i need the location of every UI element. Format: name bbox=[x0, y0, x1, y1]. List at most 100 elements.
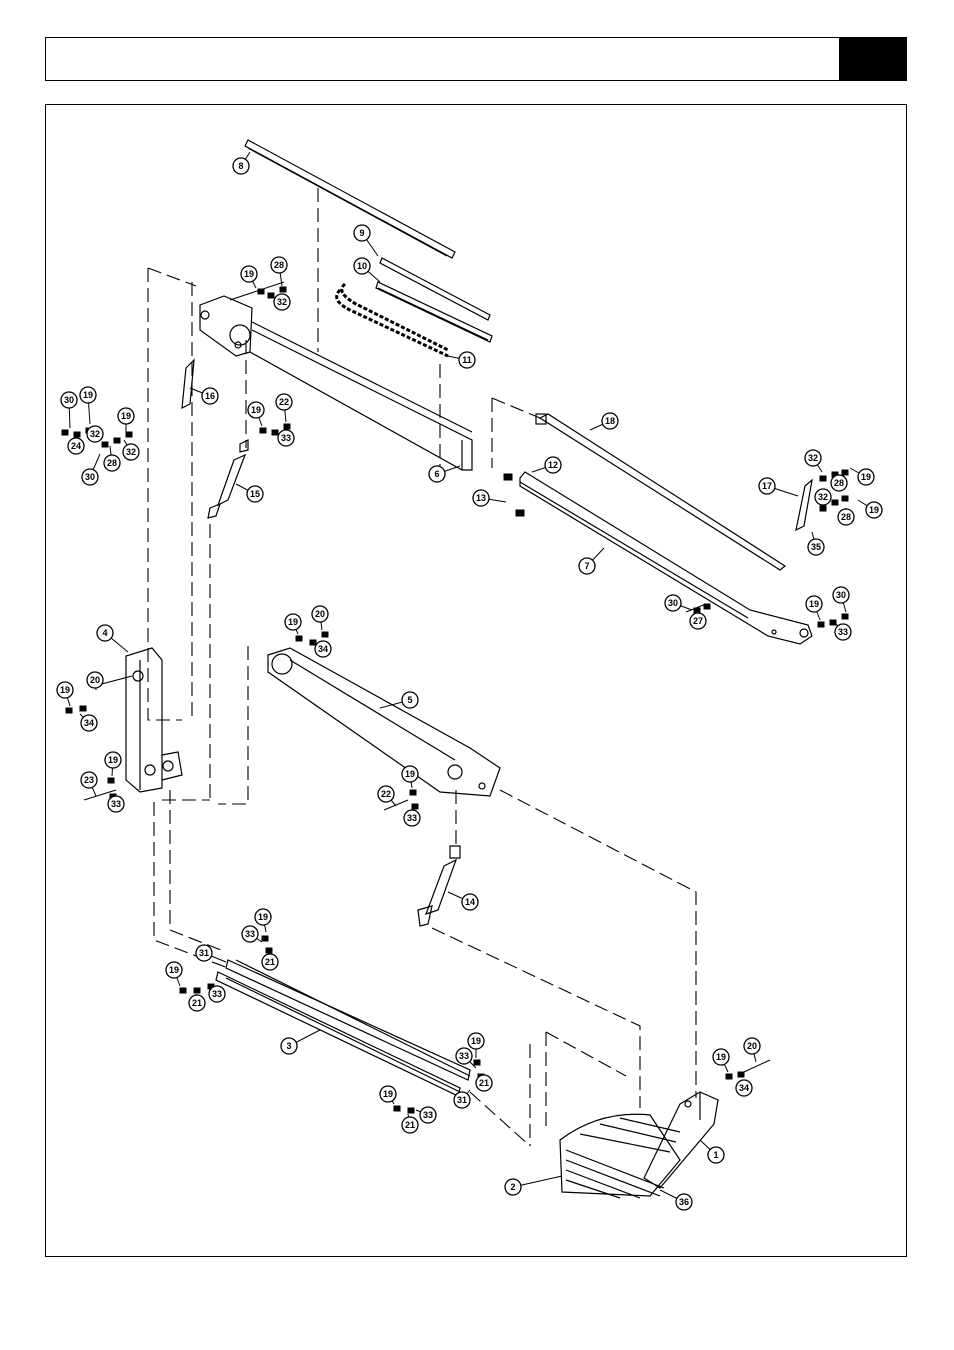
callout-label: 28 bbox=[834, 478, 844, 488]
callout-34: 34 bbox=[314, 641, 331, 657]
callout-22: 22 bbox=[378, 786, 396, 806]
callout-30: 30 bbox=[833, 587, 849, 612]
fasteners bbox=[62, 287, 848, 1113]
callout-19: 19 bbox=[380, 1086, 396, 1104]
callout-label: 19 bbox=[383, 1089, 393, 1099]
callout-label: 19 bbox=[869, 505, 879, 515]
callout-19: 19 bbox=[57, 682, 73, 706]
callout-label: 6 bbox=[434, 469, 439, 479]
part-links-3 bbox=[216, 960, 470, 1096]
callout-label: 30 bbox=[64, 395, 74, 405]
callout-3: 3 bbox=[281, 1030, 320, 1054]
callout-35: 35 bbox=[808, 532, 824, 555]
callout-19: 19 bbox=[255, 909, 271, 932]
callout-label: 35 bbox=[811, 542, 821, 552]
callout-label: 31 bbox=[199, 948, 209, 958]
callout-2: 2 bbox=[505, 1176, 562, 1195]
callout-label: 30 bbox=[668, 598, 678, 608]
callout-label: 19 bbox=[405, 769, 415, 779]
callout-label: 21 bbox=[479, 1078, 489, 1088]
callout-label: 1 bbox=[713, 1150, 718, 1160]
callout-label: 10 bbox=[357, 261, 367, 271]
callout-17: 17 bbox=[759, 478, 798, 496]
callout-label: 19 bbox=[169, 965, 179, 975]
callout-label: 16 bbox=[205, 391, 215, 401]
callout-label: 33 bbox=[838, 627, 848, 637]
part-rail-8 bbox=[245, 140, 455, 258]
callout-13: 13 bbox=[473, 490, 506, 506]
callout-label: 3 bbox=[286, 1041, 291, 1051]
callout-label: 33 bbox=[245, 929, 255, 939]
callout-19: 19 bbox=[248, 402, 264, 426]
callout-label: 28 bbox=[841, 512, 851, 522]
callout-label: 23 bbox=[84, 775, 94, 785]
callout-19: 19 bbox=[285, 614, 301, 634]
callout-19: 19 bbox=[166, 962, 182, 986]
callout-27: 27 bbox=[690, 610, 706, 629]
callout-32: 32 bbox=[123, 440, 139, 460]
callout-label: 24 bbox=[71, 441, 81, 451]
callout-label: 19 bbox=[244, 269, 254, 279]
bolts bbox=[84, 282, 770, 1072]
callout-label: 32 bbox=[277, 297, 287, 307]
part-main-boom-5 bbox=[268, 648, 500, 796]
callout-19: 19 bbox=[806, 596, 822, 620]
callout-label: 19 bbox=[288, 617, 298, 627]
callout-label: 15 bbox=[250, 489, 260, 499]
part-bracket-17 bbox=[796, 480, 812, 530]
callout-label: 21 bbox=[265, 957, 275, 967]
callout-28: 28 bbox=[104, 446, 120, 471]
callout-19: 19 bbox=[858, 500, 882, 518]
callout-label: 19 bbox=[251, 405, 261, 415]
callout-label: 30 bbox=[85, 472, 95, 482]
callout-label: 33 bbox=[212, 989, 222, 999]
callout-label: 19 bbox=[108, 755, 118, 765]
callout-11: 11 bbox=[448, 352, 475, 368]
callout-28: 28 bbox=[838, 508, 854, 525]
callout-33: 33 bbox=[404, 808, 420, 826]
callout-6: 6 bbox=[429, 466, 460, 482]
callout-19: 19 bbox=[80, 387, 96, 424]
part-channel-9 bbox=[380, 258, 490, 320]
callout-label: 7 bbox=[584, 561, 589, 571]
callout-label: 30 bbox=[836, 590, 846, 600]
callout-28: 28 bbox=[831, 474, 847, 491]
callout-32: 32 bbox=[815, 489, 831, 506]
callout-label: 33 bbox=[459, 1051, 469, 1061]
callout-label: 33 bbox=[111, 799, 121, 809]
callout-33: 33 bbox=[835, 624, 851, 640]
part-mast-4 bbox=[126, 648, 182, 792]
callout-label: 20 bbox=[747, 1041, 757, 1051]
callout-15: 15 bbox=[236, 484, 263, 502]
callout-14: 14 bbox=[448, 892, 478, 910]
callout-4: 4 bbox=[97, 625, 128, 652]
callout-label: 32 bbox=[126, 447, 136, 457]
callout-32: 32 bbox=[87, 426, 103, 442]
callout-20: 20 bbox=[312, 606, 328, 630]
callout-label: 4 bbox=[102, 628, 107, 638]
callout-label: 28 bbox=[107, 458, 117, 468]
part-rod-18 bbox=[536, 414, 785, 570]
callout-label: 2 bbox=[510, 1182, 515, 1192]
callout-label: 19 bbox=[83, 390, 93, 400]
callout-19: 19 bbox=[241, 266, 257, 288]
callout-19: 19 bbox=[850, 468, 874, 485]
callout-34: 34 bbox=[736, 1080, 752, 1096]
callout-label: 5 bbox=[407, 695, 412, 705]
callout-33: 33 bbox=[209, 986, 225, 1002]
callout-21: 21 bbox=[262, 952, 278, 970]
callout-9: 9 bbox=[354, 225, 378, 256]
callout-18: 18 bbox=[590, 413, 618, 430]
callout-label: 19 bbox=[471, 1036, 481, 1046]
callout-23: 23 bbox=[81, 772, 97, 796]
callout-label: 9 bbox=[359, 228, 364, 238]
callout-22: 22 bbox=[276, 394, 292, 422]
callout-31: 31 bbox=[454, 1090, 470, 1108]
callout-label: 19 bbox=[716, 1052, 726, 1062]
callout-label: 34 bbox=[84, 718, 94, 728]
callout-label: 33 bbox=[423, 1110, 433, 1120]
callout-31: 31 bbox=[196, 945, 226, 962]
callout-label: 17 bbox=[762, 481, 772, 491]
callout-1: 1 bbox=[700, 1140, 724, 1163]
callout-label: 32 bbox=[818, 492, 828, 502]
